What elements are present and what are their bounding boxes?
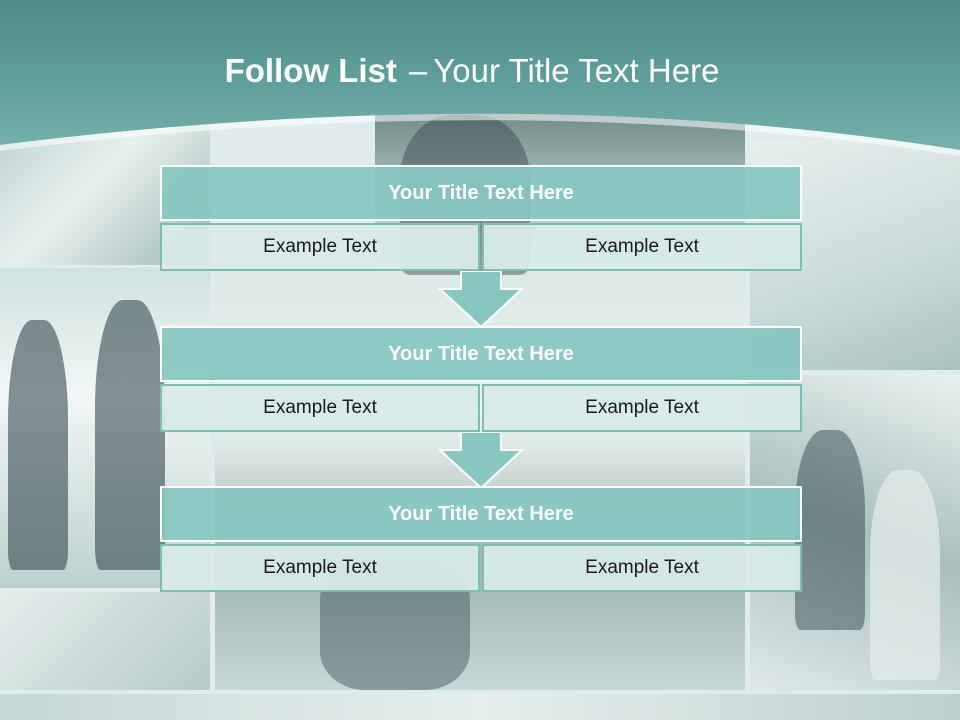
slide-title-bold: Follow List xyxy=(224,52,397,89)
person-figure xyxy=(8,320,68,570)
photo-tile xyxy=(0,592,210,690)
block-row: Example Text Example Text xyxy=(160,384,802,432)
down-arrow-icon xyxy=(438,432,524,490)
person-figure xyxy=(795,430,865,630)
block-title: Your Title Text Here xyxy=(160,165,802,221)
person-figure xyxy=(870,470,940,680)
block-row: Example Text Example Text xyxy=(160,223,802,271)
block-cell-right: Example Text xyxy=(482,544,802,592)
block-title: Your Title Text Here xyxy=(160,486,802,542)
flow-block-1: Your Title Text Here Example Text Exampl… xyxy=(160,165,802,271)
photo-tile xyxy=(0,694,960,720)
slide-title-rest: Your Title Text Here xyxy=(433,52,720,89)
block-row: Example Text Example Text xyxy=(160,544,802,592)
block-cell-left: Example Text xyxy=(160,544,480,592)
flow-block-2: Your Title Text Here Example Text Exampl… xyxy=(160,326,802,432)
block-title: Your Title Text Here xyxy=(160,326,802,382)
block-cell-right: Example Text xyxy=(482,384,802,432)
block-cell-left: Example Text xyxy=(160,223,480,271)
block-cell-left: Example Text xyxy=(160,384,480,432)
down-arrow-icon xyxy=(438,271,524,329)
slide-title: Follow List–Your Title Text Here xyxy=(0,52,944,90)
person-figure xyxy=(95,300,165,570)
slide-title-dash: – xyxy=(408,52,428,89)
block-cell-right: Example Text xyxy=(482,223,802,271)
flow-block-3: Your Title Text Here Example Text Exampl… xyxy=(160,486,802,592)
